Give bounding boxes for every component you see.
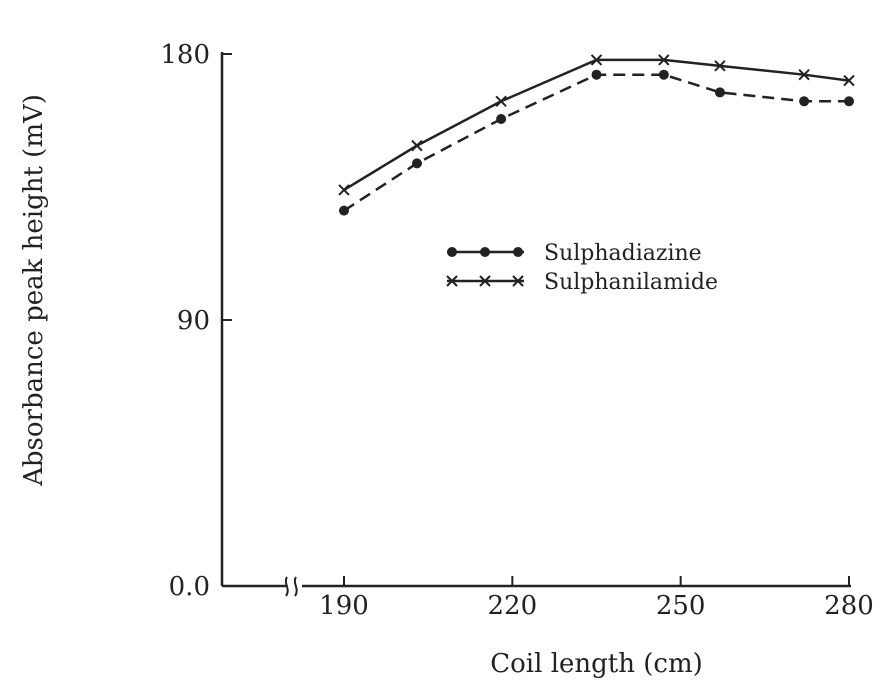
data-point-sulphadiazine — [799, 96, 810, 107]
legend-label-sulphanilamide: Sulphanilamide — [544, 270, 718, 295]
data-point-sulphanilamide — [658, 54, 670, 66]
series-line-sulphadiazine — [343, 73, 849, 212]
data-point-sulphanilamide — [714, 60, 726, 72]
legend-marker-sulphadiazine — [480, 247, 490, 257]
data-point-sulphanilamide — [798, 68, 810, 81]
data-point-sulphadiazine — [591, 69, 602, 80]
series-line-sulphanilamide — [343, 58, 850, 192]
y-tick-label: 180 — [160, 40, 210, 70]
x-tick-label: 250 — [656, 591, 706, 621]
legend-marker-sulphanilamide — [446, 275, 458, 287]
x-tick-label: 220 — [488, 591, 538, 621]
data-point-sulphadiazine — [411, 158, 422, 169]
axes — [220, 52, 851, 597]
data-point-sulphanilamide — [843, 74, 855, 87]
data-point-sulphanilamide — [338, 184, 350, 196]
data-point-sulphadiazine — [844, 96, 854, 107]
y-axis-title: Absorbance peak height (mV) — [19, 94, 49, 487]
x-tick-label: 280 — [824, 591, 874, 621]
legend-marker-sulphanilamide — [512, 275, 524, 287]
x-axis-title: Coil length (cm) — [490, 649, 703, 679]
x-tick-label: 190 — [319, 591, 369, 621]
ticks: 0.0 90 180 190 220 250 280 — [160, 40, 873, 621]
data-point-sulphanilamide — [495, 95, 507, 107]
data-point-sulphadiazine — [714, 87, 725, 98]
legend-label-sulphadiazine: Sulphadiazine — [544, 241, 702, 266]
legend-marker-sulphanilamide — [479, 275, 491, 287]
y-tick-label: 90 — [177, 306, 210, 336]
y-tick-label: 0.0 — [169, 572, 210, 602]
data-point-sulphanilamide — [590, 54, 603, 66]
data-point-sulphadiazine — [339, 205, 349, 216]
legend-marker-sulphadiazine — [447, 247, 457, 257]
axis-break-mark — [284, 576, 289, 597]
data-point-sulphanilamide — [411, 139, 423, 152]
series-group — [338, 54, 855, 216]
data-point-sulphadiazine — [658, 69, 669, 80]
legend-marker-sulphadiazine — [513, 247, 523, 257]
data-point-sulphadiazine — [496, 114, 507, 125]
axis-break-mark — [293, 576, 298, 597]
